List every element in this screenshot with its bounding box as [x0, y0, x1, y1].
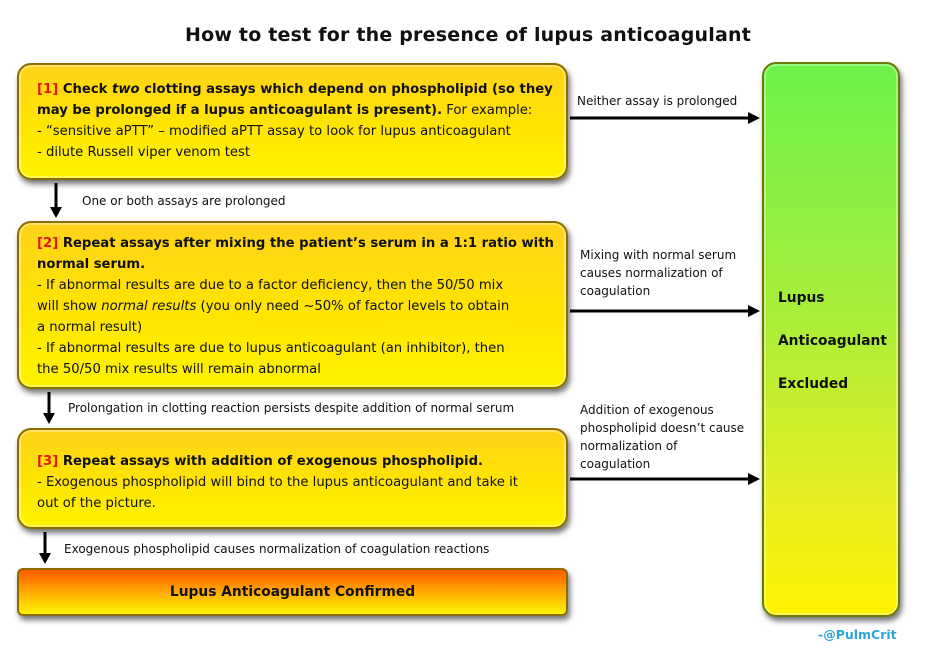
step-1-text-a: Check [58, 82, 113, 97]
step-2-box: [2] Repeat assays after mixing the patie… [17, 221, 568, 389]
down-arrow-3-label: Exogenous phospholipid causes normalizat… [64, 542, 490, 556]
step-1-text-italic: two [112, 82, 140, 97]
step-3-number: [3] [37, 454, 59, 469]
step-3-line-3: out of the picture. [37, 496, 156, 511]
step-2-line-5: a normal result) [37, 320, 143, 335]
step-2-line-7: the 50/50 mix results will remain abnorm… [37, 362, 321, 377]
right-arrow-2-label-line-1: Mixing with normal serum [580, 248, 737, 262]
step-3-line-2: - Exogenous phospholipid will bind to th… [37, 475, 518, 490]
step-2-line-4: will show normal results (you only need … [37, 296, 548, 317]
step-1-line-1: [1] Check two clotting assays which depe… [37, 79, 553, 100]
step-1-text-b: clotting assays which depend on phosphol… [139, 82, 553, 97]
right-arrow-2 [570, 305, 760, 317]
step-2-line-6: - If abnormal results are due to lupus a… [37, 341, 505, 356]
right-arrow-2-label-line-2: causes normalization of [580, 266, 723, 280]
lupus-excluded-box: Lupus Anticoagulant Excluded [762, 62, 900, 617]
down-arrow-1-label: One or both assays are prolonged [82, 194, 286, 208]
excluded-word-1: Lupus [778, 290, 825, 306]
step-3-box: [3] Repeat assays with addition of exoge… [17, 428, 568, 529]
right-arrow-3-label-line-4: coagulation [580, 457, 651, 471]
lupus-confirmed-box: Lupus Anticoagulant Confirmed [17, 568, 568, 616]
step-2-text-c: will show [37, 299, 102, 314]
right-arrow-1-label-line-1: Neither assay is prolonged [577, 94, 738, 108]
right-arrow-2-label: Mixing with normal serum causes normaliz… [580, 246, 736, 300]
right-arrow-1 [570, 112, 760, 124]
down-arrow-3 [39, 532, 51, 564]
step-2-text-italic: normal results [101, 299, 197, 314]
right-arrow-3-label: Addition of exogenous phospholipid doesn… [580, 401, 744, 473]
step-2-line-3: - If abnormal results are due to a facto… [37, 278, 504, 293]
step-1-number: [1] [37, 82, 59, 97]
step-1-line-4: - dilute Russell viper venom test [37, 145, 251, 160]
step-2-text-a: Repeat assays after mixing the patient’s… [58, 236, 554, 251]
right-arrow-3-label-line-2: phospholipid doesn’t cause [580, 421, 745, 435]
down-arrow-2 [43, 392, 55, 424]
step-1-text-d: For example: [442, 103, 533, 118]
step-1-line-3: - “sensitive aPTT” – modified aPTT assay… [37, 124, 511, 139]
step-3-text-a: Repeat assays with addition of exogenous… [58, 454, 484, 469]
author-credit: -@PulmCrit [818, 627, 897, 642]
step-1-box: [1] Check two clotting assays which depe… [17, 63, 568, 180]
down-arrow-2-label: Prolongation in clotting reaction persis… [68, 401, 515, 415]
step-1-line-2: may be prolonged if a lupus anticoagulan… [37, 100, 548, 121]
right-arrow-1-label: Neither assay is prolonged [577, 92, 737, 110]
excluded-word-2: Anticoagulant [778, 333, 887, 349]
step-2-line-1: [2] Repeat assays after mixing the patie… [37, 233, 554, 254]
step-2-text-d: (you only need ~50% of factor levels to … [196, 299, 510, 314]
right-arrow-3-label-line-1: Addition of exogenous [580, 403, 714, 417]
step-2-line-2: normal serum. [37, 254, 548, 275]
step-2-number: [2] [37, 236, 59, 251]
step-1-text-c: may be prolonged if a lupus anticoagulan… [37, 103, 443, 118]
excluded-word-3: Excluded [778, 376, 849, 392]
right-arrow-3-label-line-3: normalization of [580, 439, 678, 453]
step-2-text-b: normal serum. [37, 257, 146, 272]
down-arrow-1 [50, 183, 62, 218]
diagram-title: How to test for the presence of lupus an… [185, 24, 751, 46]
right-arrow-2-label-line-3: coagulation [580, 284, 651, 298]
right-arrow-3 [570, 473, 760, 485]
step-3-line-1: [3] Repeat assays with addition of exoge… [37, 451, 548, 472]
